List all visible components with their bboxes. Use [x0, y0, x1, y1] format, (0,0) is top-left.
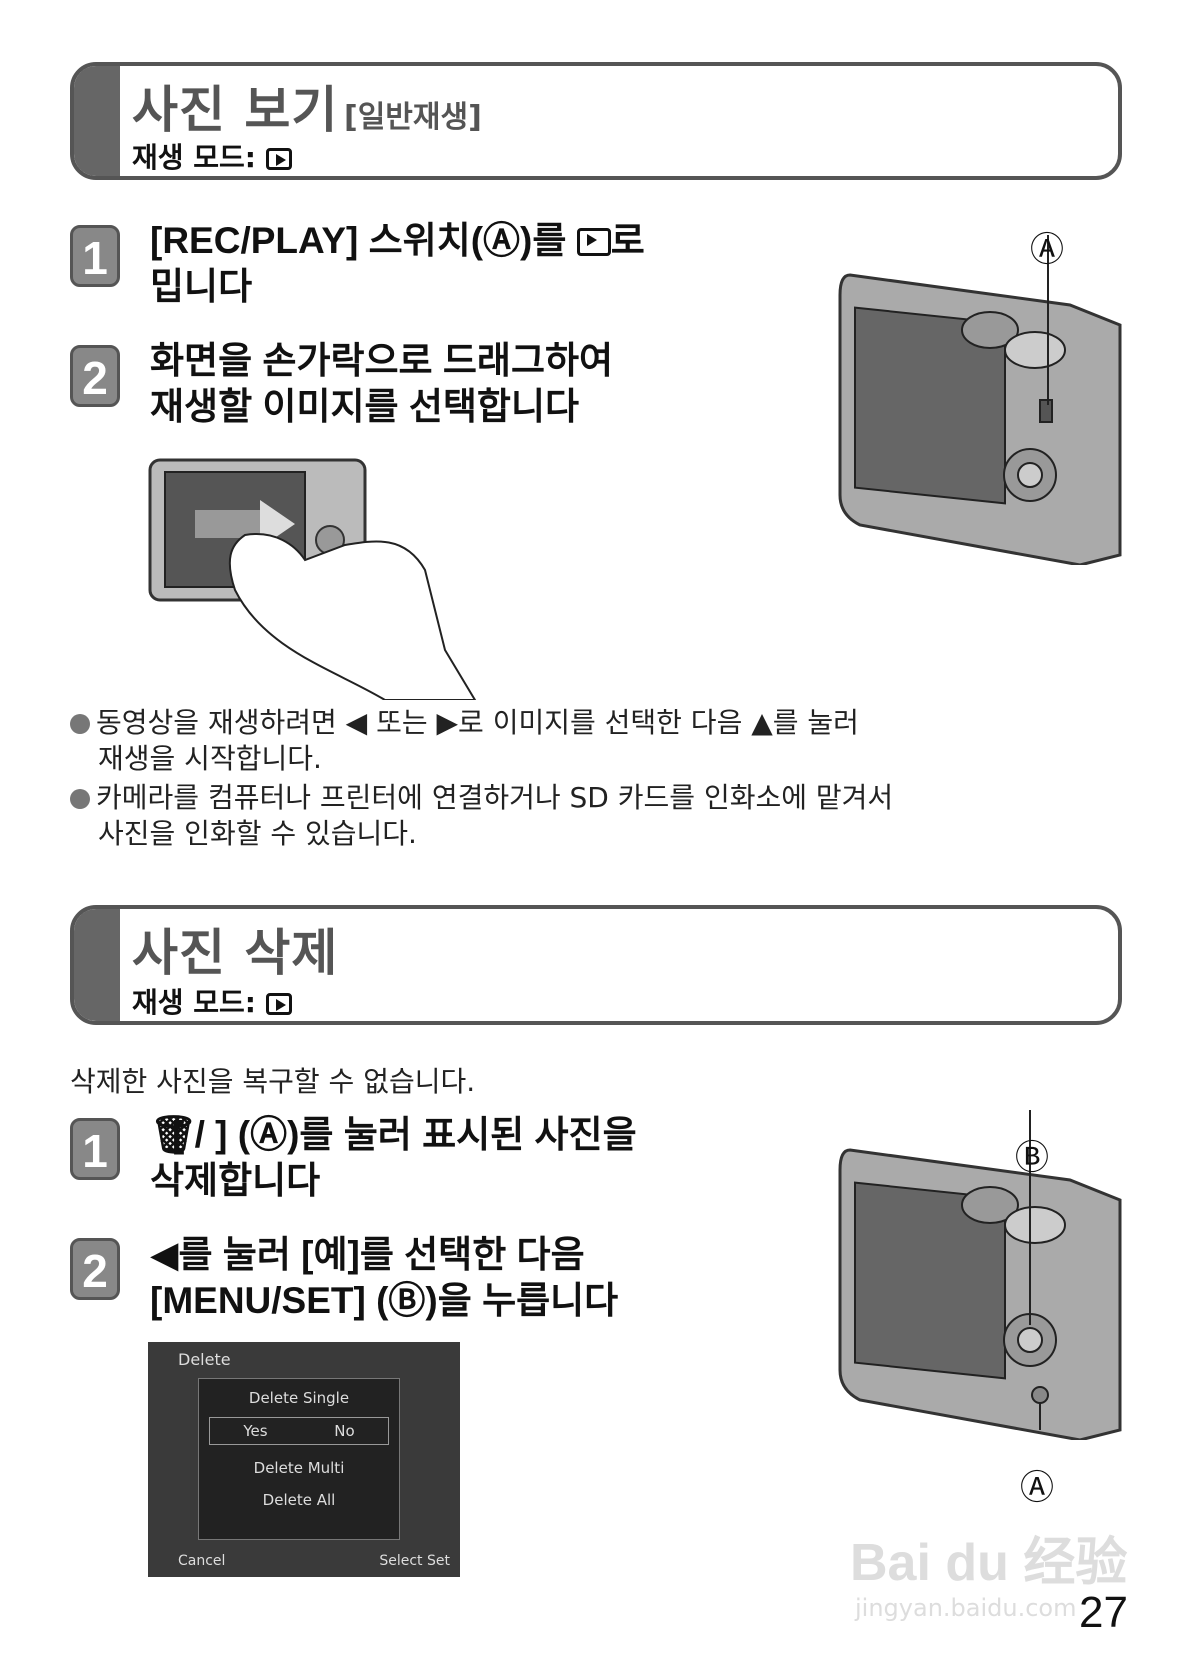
mode-label: 재생 모드:	[132, 981, 292, 1021]
menu-item[interactable]: Delete Multi	[253, 1459, 345, 1477]
play-icon	[576, 228, 611, 256]
screen-footer-right: Select Set	[379, 1553, 450, 1569]
menu-item[interactable]: Delete Single	[248, 1389, 350, 1407]
menu-item[interactable]: Yes	[243, 1422, 268, 1440]
intro-text: 삭제한 사진을 복구할 수 없습니다.	[70, 1065, 476, 1098]
bullet-icon	[70, 714, 90, 734]
menu-item[interactable]: Delete All	[262, 1491, 336, 1509]
watermark-logo: Bai du 经验	[850, 1534, 1128, 1592]
label-a: Ⓐ	[1030, 230, 1064, 270]
bullet-icon	[70, 789, 90, 809]
camera-swipe-illustration	[148, 458, 477, 700]
watermark-url: jingyan.baidu.com	[855, 1594, 1077, 1622]
delete-menu-screen: Delete Delete Single Yes No Delete Multi…	[148, 1342, 460, 1577]
header-bar	[74, 66, 120, 176]
section-title: 사진 보기 [일반재생]	[132, 81, 482, 139]
screen-footer-left: Cancel	[178, 1553, 226, 1569]
step-number: 2	[70, 1238, 120, 1300]
play-mode-icon	[265, 993, 292, 1015]
note-2: 카메라를 컴퓨터나 프린터에 연결하거나 SD 카드를 인화소에 맡겨서 사진을…	[70, 780, 893, 852]
note-1: 동영상을 재생하려면 ◀ 또는 ▶로 이미지를 선택한 다음 ▲를 눌러 재생을…	[70, 705, 859, 777]
section-title: 사진 삭제	[132, 924, 339, 982]
label-b: Ⓑ	[1015, 1138, 1049, 1178]
step-number: 1	[70, 225, 120, 287]
camera-back-illustration	[838, 235, 1122, 565]
step-1-text: 🗑[ / ] (Ⓐ)를 눌러 표시된 사진을 삭제합니다	[150, 1114, 637, 1201]
header-bar	[74, 909, 120, 1021]
step-number: 1	[70, 1118, 120, 1180]
screen-header: Delete	[178, 1350, 231, 1369]
menu-item[interactable]: No	[334, 1422, 355, 1440]
step-2-text: ◀를 눌러 [예]를 선택한 다음 [MENU/SET] (Ⓑ)을 누릅니다	[150, 1234, 619, 1321]
step-1-text: [REC/PLAY] 스위치(Ⓐ)를 로 밉니다	[150, 220, 645, 307]
step-2-text: 화면을 손가락으로 드래그하여 재생할 이미지를 선택합니다	[150, 340, 614, 427]
camera-back-illustration-2	[838, 1110, 1122, 1440]
mode-label: 재생 모드:	[132, 136, 292, 176]
step-number: 2	[70, 345, 120, 407]
trash-icon: 🗑	[150, 1114, 197, 1155]
section-header-view: 사진 보기 [일반재생] 재생 모드:	[70, 62, 1122, 180]
page-number: 27	[1079, 1588, 1128, 1637]
label-a: Ⓐ	[1020, 1468, 1054, 1508]
play-mode-icon	[265, 148, 292, 170]
section-header-delete: 사진 삭제 재생 모드:	[70, 905, 1122, 1025]
